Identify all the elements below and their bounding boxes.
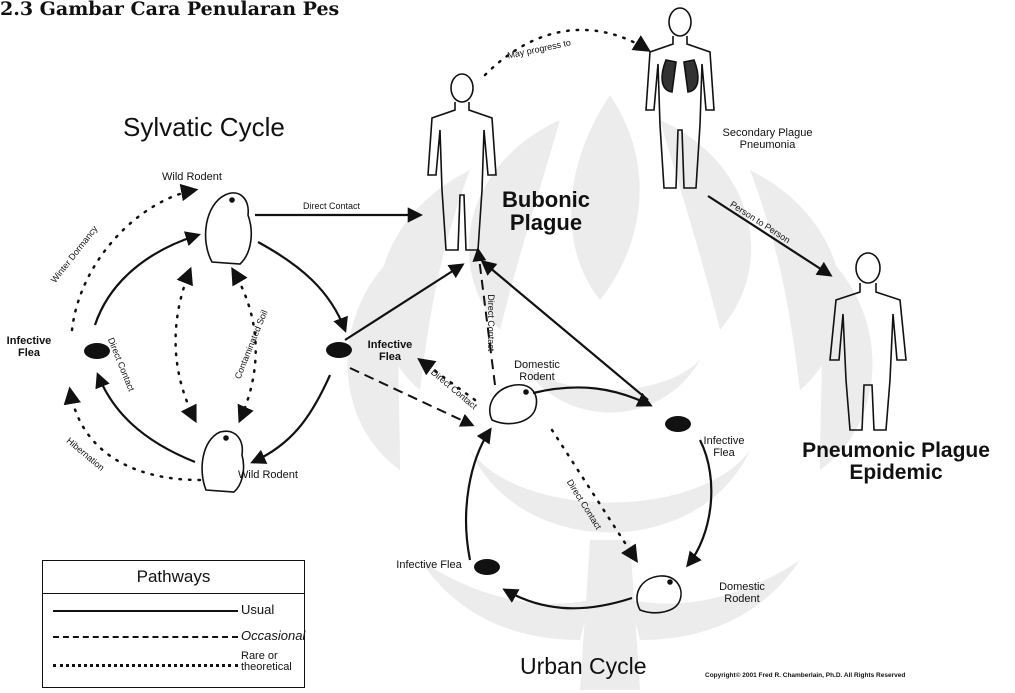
- secondary-plague-label: Secondary Plague Pneumonia: [710, 128, 825, 151]
- arrow-flea-to-domrodent-top: [466, 430, 490, 560]
- arrow-winter-dormancy: [72, 190, 195, 330]
- legend-row-occasional: Occasional: [43, 625, 304, 649]
- human-figure-secondary: [646, 8, 714, 188]
- bubonic-plague-label: Bubonic Plague: [491, 188, 601, 234]
- legend-row-rare: Rare or theoretical: [43, 653, 304, 677]
- arrow-hibernation: [70, 390, 200, 480]
- flea-center-icon: [326, 342, 352, 358]
- infective-flea-bottom-label: Infective Flea: [394, 560, 464, 572]
- infective-flea-center-label: Infective Flea: [360, 340, 420, 363]
- legend-occasional-label: Occasional: [241, 629, 305, 642]
- wild-rodent-bottom-figure: [202, 431, 243, 492]
- arrow-direct-contact-left: [176, 270, 195, 420]
- sylvatic-cycle-label: Sylvatic Cycle: [123, 114, 285, 141]
- direct-contact-top-label: Direct Contact: [303, 202, 360, 211]
- arrow-rodent-to-flea: [258, 242, 345, 330]
- flea-icons: [84, 342, 691, 575]
- copyright-notice: Copyright© 2001 Fred R. Chamberlain, Ph.…: [705, 673, 905, 680]
- legend-dotted-line: [53, 664, 238, 667]
- arrow-leftflea-to-rodent: [95, 235, 198, 325]
- arrow-direct-contact-urban: [552, 430, 636, 560]
- flea-right-icon: [665, 416, 691, 432]
- arrow-domrodent-to-flea: [533, 387, 650, 405]
- legend-solid-line: [53, 610, 238, 612]
- legend-rare-label: Rare or theoretical: [241, 651, 303, 673]
- urban-cycle-label: Urban Cycle: [520, 654, 647, 678]
- domestic-rodent-bottom-figure: [637, 576, 681, 613]
- wild-rodent-top-figure: [206, 193, 252, 264]
- human-figure-bubonic: [428, 74, 496, 250]
- arrow-rodent-to-leftflea: [98, 375, 195, 462]
- legend-title: Pathways: [43, 561, 304, 594]
- flea-left-icon: [84, 343, 110, 359]
- domestic-rodent-top-figure: [490, 385, 537, 424]
- flea-bottom-icon: [474, 559, 500, 575]
- arrow-flea-to-rodent: [253, 375, 330, 462]
- domestic-rodent-bottom-label: Domestic Rodent: [704, 582, 780, 605]
- legend-usual-label: Usual: [241, 603, 274, 616]
- arrow-person-to-person: [708, 196, 830, 275]
- wild-rodent-bottom-label: Wild Rodent: [238, 470, 298, 482]
- arrow-domrodent-to-flea-bottom: [505, 590, 632, 608]
- legend-dashed-line: [53, 636, 238, 638]
- page-title: 2.3 Gambar Cara Penularan Pes: [0, 0, 420, 20]
- direct-contact-vertical-label: Direct Contact: [486, 294, 495, 351]
- legend: Pathways Usual Occasional Rare or theore…: [42, 560, 305, 688]
- infective-flea-left-label: Infective Flea: [2, 336, 56, 359]
- infective-flea-right-label: Infective Flea: [694, 436, 754, 459]
- arrow-flea-to-bubonic: [345, 265, 462, 340]
- pneumonic-plague-label: Pneumonic Plague Epidemic: [780, 440, 1012, 484]
- legend-row-usual: Usual: [43, 599, 304, 623]
- human-figure-pneumonic: [830, 253, 906, 430]
- wild-rodent-top-label: Wild Rodent: [162, 172, 222, 184]
- domestic-rodent-top-label: Domestic Rodent: [502, 360, 572, 383]
